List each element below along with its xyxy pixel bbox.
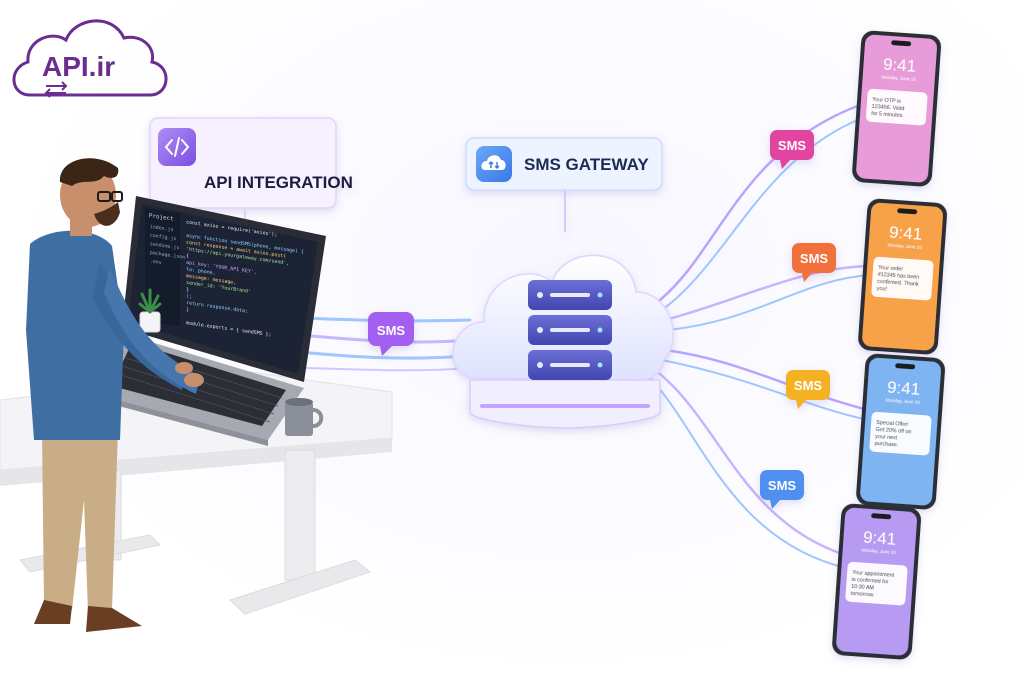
person-legs — [42, 430, 118, 612]
code-line: } — [186, 307, 189, 313]
notification-card[interactable] — [871, 256, 934, 301]
api-integration-label: API INTEGRATION — [149, 117, 353, 228]
phone-time: 9:41 — [862, 528, 896, 549]
sms-bubble-text: SMS — [778, 138, 807, 153]
person-shirt — [26, 230, 124, 440]
phone-time: 9:41 — [886, 378, 920, 399]
logo-arrows-icon — [44, 81, 68, 98]
glasses-icon — [97, 191, 123, 202]
code-line: } — [186, 287, 189, 293]
cloud-server[interactable] — [452, 254, 675, 429]
sms-bubble-text: SMS — [800, 251, 829, 266]
code-line: to: phone, — [186, 266, 215, 276]
phone-time: 9:41 — [882, 55, 916, 76]
notification-card[interactable] — [845, 561, 908, 606]
phone-time: 9:41 — [888, 223, 922, 244]
sms-bubble-text: SMS — [768, 478, 797, 493]
coffee-mug — [285, 398, 324, 436]
file-list-item[interactable]: index.js — [150, 224, 174, 233]
phone-notch — [895, 363, 916, 370]
sms-gateway-label: SMS GATEWAY — [465, 137, 663, 232]
notification-message: Your OTP is123456. Validfor 5 minutes. — [871, 97, 905, 119]
sms-gateway-text: SMS GATEWAY — [524, 155, 649, 174]
file-list-item[interactable]: config.js — [150, 233, 177, 243]
phone-date: Monday, June 10 — [885, 397, 920, 404]
phone-notch — [897, 208, 918, 215]
server-stack-icon — [528, 280, 612, 380]
api-integration-text: API INTEGRATION — [204, 173, 353, 192]
sms-bubble-1: SMS — [770, 130, 814, 169]
sms-bubble-4: SMS — [760, 470, 804, 509]
logo-cloud-outline — [12, 19, 168, 97]
sms-bubble-2: SMS — [792, 243, 836, 282]
phone-date: Monday, June 10 — [881, 74, 916, 81]
notification-card[interactable] — [869, 411, 932, 456]
logo-text: API.ir — [42, 51, 115, 82]
developer-person — [26, 158, 204, 632]
phone-date: Monday, June 10 — [861, 547, 896, 554]
file-list: index.jsconfig.jssendsms.jspackage.json.… — [150, 224, 185, 267]
plant-pot — [138, 288, 162, 333]
code-line: { — [186, 253, 189, 259]
phone-date: Monday, June 10 — [887, 242, 922, 249]
notification-message: Your order#12345 has beenconfirmed. Than… — [876, 265, 920, 295]
sms-bubble-text: SMS — [794, 378, 823, 393]
brand-logo[interactable]: API.ir — [12, 19, 168, 98]
notification-card[interactable] — [865, 88, 928, 126]
sms-bubble-laptop-text: SMS — [377, 323, 406, 338]
file-list-item[interactable]: sendsms.js — [150, 241, 179, 251]
notification-message: Special Offer!Get 20% off onyour nextpur… — [874, 420, 912, 449]
phone-notch — [871, 513, 892, 520]
cloud-base-light — [480, 404, 650, 408]
sms-bubble-laptop: SMS — [368, 312, 414, 356]
editor-sidebar-title: Project — [149, 213, 174, 222]
notification-message: Your appointmentis confirmed for10:30 AM… — [850, 570, 894, 600]
code-line: ); — [186, 293, 192, 300]
laptop[interactable]: Project index.jsconfig.jssendsms.jspacka… — [96, 196, 326, 446]
sms-bubble-3: SMS — [786, 370, 830, 409]
file-list-item[interactable]: package.json — [150, 250, 185, 261]
file-list-item[interactable]: .env — [150, 259, 162, 267]
phone-notch — [891, 40, 912, 47]
